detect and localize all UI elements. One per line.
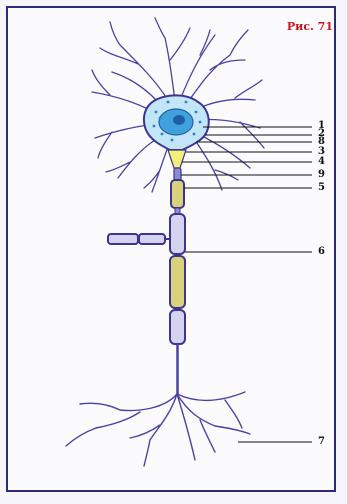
callout-label-6: 6: [318, 246, 338, 257]
callout-label-7: 7: [318, 436, 338, 447]
callout-label-4: 4: [318, 156, 338, 167]
callout-label-9: 9: [318, 169, 338, 180]
nucleolus: [173, 115, 185, 125]
axon-hillock: [168, 150, 186, 168]
myelin-segment-1: [171, 180, 184, 208]
axon-terminals: [66, 392, 250, 466]
figure-title: Рис. 71: [287, 20, 333, 33]
axon-collateral: [108, 234, 170, 244]
myelin-segment-3: [170, 256, 185, 308]
callout-label-5: 5: [318, 182, 338, 193]
initial-segment: [174, 168, 181, 180]
myelin-segment-2: [170, 214, 185, 254]
callout-leaders: [181, 127, 312, 442]
myelin-segment-4: [170, 310, 185, 344]
